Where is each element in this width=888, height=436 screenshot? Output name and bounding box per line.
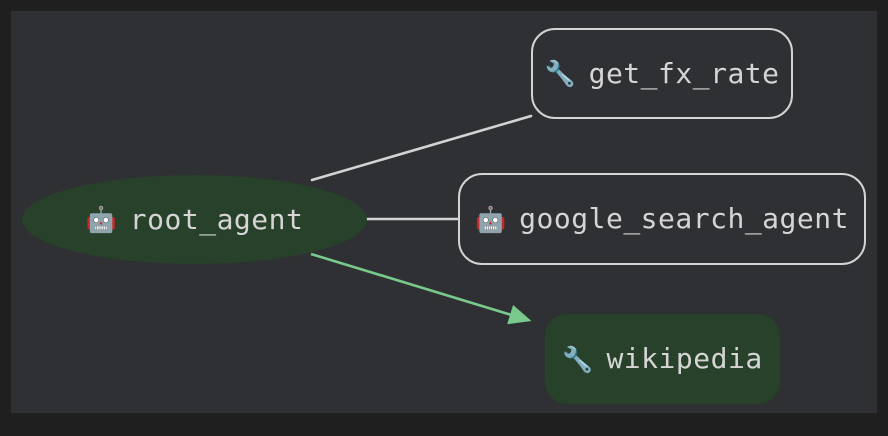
graph-node-get-fx-rate[interactable]: 🔧 get_fx_rate	[531, 28, 793, 119]
graph-node-label: root_agent	[129, 202, 304, 236]
robot-icon: 🤖	[85, 205, 117, 234]
wrench-icon: 🔧	[544, 59, 576, 88]
graph-node-wikipedia[interactable]: 🔧 wikipedia	[545, 314, 780, 404]
graph-node-google-search-agent[interactable]: 🤖 google_search_agent	[458, 173, 866, 265]
graph-node-label: google_search_agent	[519, 202, 849, 235]
graph-node-label: wikipedia	[606, 342, 763, 375]
robot-icon: 🤖	[475, 204, 507, 234]
graph-node-root-agent[interactable]: 🤖 root_agent	[22, 175, 367, 264]
graph-node-label: get_fx_rate	[588, 56, 780, 90]
wrench-icon: 🔧	[562, 344, 594, 374]
